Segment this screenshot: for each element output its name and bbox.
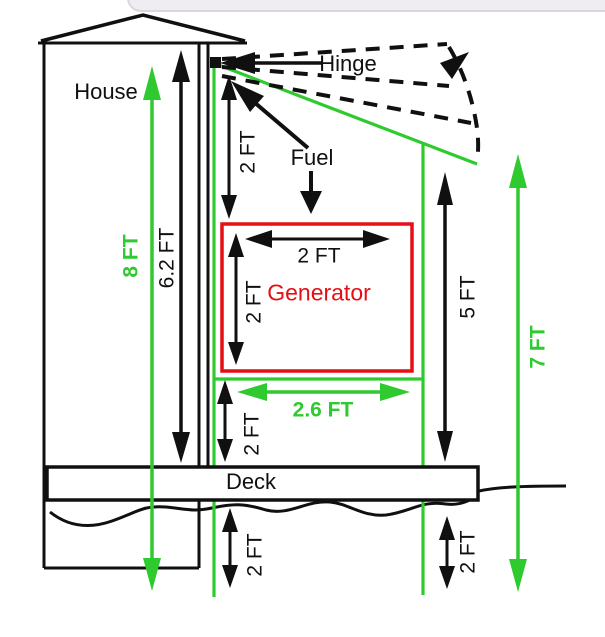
generator-box xyxy=(220,222,414,373)
lid-swing-dashed xyxy=(221,42,481,162)
dim-arrow-8ft xyxy=(143,66,161,591)
lid-swing-direction-arrowhead xyxy=(440,52,469,79)
dim-arrow-6-2ft xyxy=(172,50,190,463)
ground-line xyxy=(49,484,567,527)
dim-arrow-gen-width-2ft xyxy=(245,230,390,248)
house-label: House xyxy=(74,79,138,104)
dim-arrow-2-6ft xyxy=(237,383,410,401)
deck-structure xyxy=(45,465,480,502)
fuel-label: Fuel xyxy=(290,145,334,170)
hinge-leader-arrow xyxy=(220,52,322,74)
fuel-diagonal-arrow xyxy=(231,81,310,150)
dim-arrow-5ft xyxy=(437,172,453,462)
dim-arrow-gen-height-2ft xyxy=(228,233,244,365)
dim-label-8ft: 8 FT xyxy=(119,234,143,278)
dim-label-floor-deck-2ft: 2 FT xyxy=(240,412,264,456)
dim-arrow-floor-deck-2ft xyxy=(217,380,233,462)
hinge-marker xyxy=(210,57,221,68)
dim-label-lid-2ft: 2 FT xyxy=(236,130,260,174)
dim-label-2-6ft: 2.6 FT xyxy=(292,398,354,422)
dim-label-below-deck-right-2ft: 2 FT xyxy=(456,530,480,574)
dim-label-gen-width-2ft: 2 FT xyxy=(297,244,341,268)
dim-arrow-below-deck-right-2ft xyxy=(439,516,455,589)
hinge-label: Hinge xyxy=(319,51,377,76)
fuel-down-arrow xyxy=(300,171,322,214)
dim-arrow-below-deck-left-2ft xyxy=(222,508,238,588)
dim-arrow-lid-2ft xyxy=(221,75,237,219)
window-chrome-edge xyxy=(127,0,605,12)
dim-arrow-7ft xyxy=(509,154,527,592)
enclosure-structure xyxy=(212,62,478,597)
dim-label-7ft: 7 FT xyxy=(526,325,550,369)
deck-label: Deck xyxy=(225,469,277,494)
dim-label-6-2ft: 6.2 FT xyxy=(155,227,179,289)
dim-label-gen-height-2ft: 2 FT xyxy=(242,280,266,324)
generator-label: Generator xyxy=(267,279,371,306)
dim-label-5ft: 5 FT xyxy=(456,275,480,319)
dim-label-below-deck-left-2ft: 2 FT xyxy=(243,533,267,577)
